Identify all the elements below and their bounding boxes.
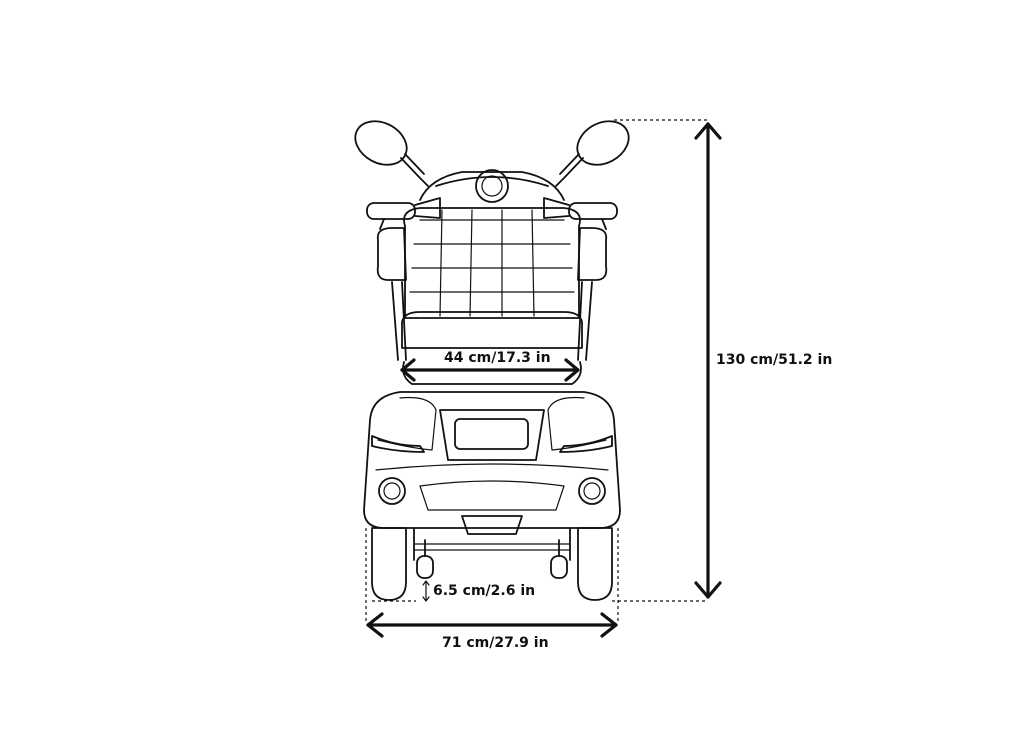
total-width-arrow [366,612,618,638]
height-arrow [694,122,722,599]
total-width-label: 71 cm/27.9 in [442,635,549,651]
front-body [363,391,621,529]
front-lights [378,477,606,505]
ground-clearance-label: 6.5 cm/2.6 in [433,583,535,599]
seat-cushion [401,311,583,385]
ground-clearance-arrow [422,580,430,602]
dashboard-top [419,169,565,203]
armrests [376,227,608,361]
undercarriage [413,515,571,579]
seat-width-arrow [400,358,580,382]
right-mirror [555,120,630,187]
height-label: 130 cm/51.2 in [716,352,832,368]
extension-lines [365,119,708,624]
left-mirror [354,120,429,187]
seat-width-label: 44 cm/17.3 in [444,350,551,366]
left-wheel [371,527,407,601]
right-wheel [577,527,613,601]
seat-backrest [403,207,581,319]
